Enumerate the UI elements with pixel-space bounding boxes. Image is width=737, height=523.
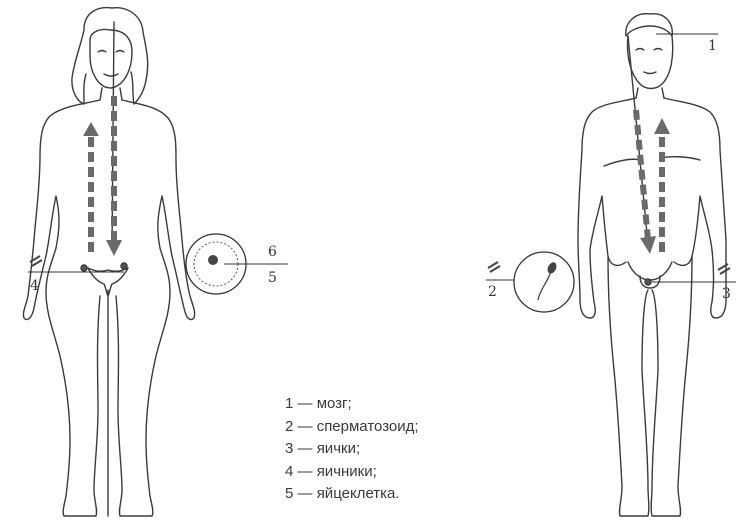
male-arrow-up <box>654 118 670 252</box>
female-hair <box>72 8 148 104</box>
legend-item: 5 — яйцеклетка. <box>285 483 545 506</box>
legend-num: 2 <box>285 418 293 435</box>
male-chest <box>604 157 700 166</box>
male-neck <box>636 88 664 98</box>
label-1: 1 <box>708 38 717 54</box>
label-3: 3 <box>722 286 731 302</box>
legend-text: мозг; <box>317 395 352 412</box>
male-head <box>628 36 673 89</box>
female-mouth <box>104 74 118 76</box>
female-arrow-down <box>106 96 122 256</box>
legend-item: 1 — мозг; <box>285 393 545 416</box>
male-eye-right <box>654 49 662 51</box>
legend: 1 — мозг; 2 — сперматозоид; 3 — яички; 4… <box>285 393 545 506</box>
legend-num: 4 <box>285 463 293 480</box>
female-arrows <box>83 96 122 256</box>
legend-item: 2 — сперматозоид; <box>285 416 545 439</box>
legend-text: яички; <box>317 440 360 457</box>
female-eye-right <box>116 51 124 53</box>
label-4-female: 4 <box>30 278 39 294</box>
label-6: 6 <box>268 244 277 260</box>
male-hair <box>626 14 672 36</box>
legend-num: 5 <box>285 485 293 502</box>
male-figure <box>578 14 726 516</box>
female-face <box>90 29 132 88</box>
female-body-left <box>23 100 100 516</box>
female-callout-4: 4 <box>28 256 124 294</box>
male-eye-left <box>636 49 644 51</box>
male-testis <box>645 279 651 285</box>
legend-dash: — <box>298 440 313 457</box>
male-testes-mark <box>718 264 730 274</box>
female-ovary-right <box>121 263 127 269</box>
sperm-inset: 2 <box>486 252 574 312</box>
female-arrow-up <box>83 122 99 252</box>
legend-dash: — <box>298 485 313 502</box>
legend-text: яичники; <box>317 463 377 480</box>
legend-num: 3 <box>285 440 293 457</box>
female-ovary-left <box>81 265 87 271</box>
female-eye-left <box>98 51 106 53</box>
female-figure <box>23 8 194 516</box>
legend-text: сперматозоид; <box>317 418 419 435</box>
egg-cell-inset: 6 5 <box>186 234 288 294</box>
legend-item: 3 — яички; <box>285 438 545 461</box>
male-arrows <box>636 110 670 254</box>
label-2: 2 <box>488 284 497 300</box>
male-callout-1: 1 <box>656 34 718 54</box>
legend-dash: — <box>298 463 313 480</box>
legend-num: 1 <box>285 395 293 412</box>
legend-text: яйцеклетка. <box>317 485 400 502</box>
legend-dash: — <box>298 395 313 412</box>
legend-item: 4 — яичники; <box>285 461 545 484</box>
male-arrow-down <box>636 110 656 254</box>
label-5: 5 <box>268 270 277 286</box>
male-sperm-mark <box>488 262 500 272</box>
legend-dash: — <box>298 418 313 435</box>
female-body-right <box>116 100 195 516</box>
male-mouth <box>644 72 656 74</box>
male-callout-3: 3 <box>652 264 736 302</box>
